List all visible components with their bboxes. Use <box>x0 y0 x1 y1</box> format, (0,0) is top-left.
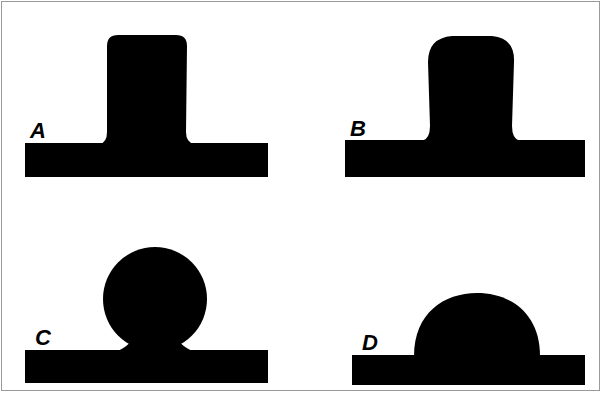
substrate <box>25 350 268 383</box>
droplet-shape <box>103 247 207 351</box>
droplet-neck <box>118 340 192 351</box>
panel-letter: A <box>30 120 46 142</box>
substrate <box>352 355 585 385</box>
droplet-shape <box>422 36 520 141</box>
droplet-shape <box>414 293 540 356</box>
panel-letter: B <box>350 118 366 140</box>
substrate <box>345 140 585 177</box>
panel-letter: D <box>362 332 378 354</box>
panel-letter: C <box>35 327 51 349</box>
droplet-shape <box>100 35 194 144</box>
substrate <box>25 143 268 177</box>
